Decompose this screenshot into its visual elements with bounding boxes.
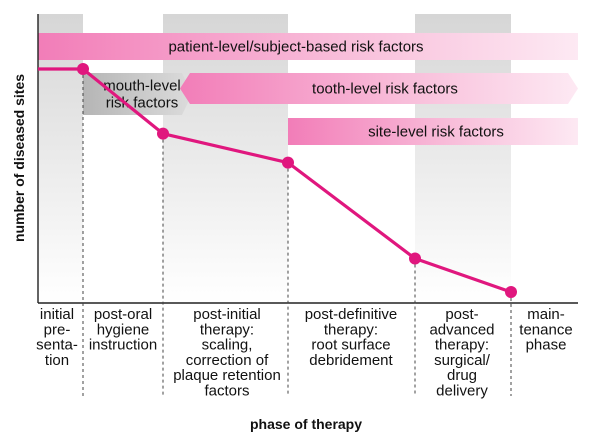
phase-label: senta- [36,337,78,354]
phase-label: surgical/ [434,352,491,369]
phase-label: scaling, [202,337,253,354]
phase-label: post-definitive [305,306,398,323]
phase-label: main- [527,306,565,323]
phase-label: advanced [429,321,494,338]
risk-band-label: mouth-level [103,78,181,95]
data-point [282,156,294,169]
phase-label: instruction [89,337,157,354]
risk-band [288,118,578,145]
phase-label: root surface [311,337,390,354]
risk-band [180,73,578,104]
risk-band-label: patient-level/subject-based risk factors [168,39,423,56]
phase-column-shade [415,14,511,303]
phase-label: pre- [44,321,71,338]
phase-label: drug [447,367,477,384]
phase-label: delivery [436,383,488,400]
phase-label: hygiene [97,321,150,338]
data-point [157,127,169,140]
phase-label: tion [45,352,69,369]
phase-label: phase [526,337,567,354]
phase-label: factors [204,383,249,400]
risk-band [83,73,192,115]
series-line [38,67,512,294]
risk-band-label: site-level risk factors [368,124,504,141]
phase-label: debridement [309,352,393,369]
risk-band-label: tooth-level risk factors [312,81,458,98]
risk-band-label: risk factors [106,95,179,112]
data-point [409,252,421,265]
phase-label: therapy: [200,321,254,338]
y-axis-title: number of diseased sites [11,74,27,242]
phase-label: initial [40,306,74,323]
phase-label: therapy: [324,321,378,338]
risk-band [38,33,578,60]
data-point [505,286,517,298]
phase-label: therapy: [435,337,489,354]
phase-label: tenance [519,321,572,338]
phase-column-shade [38,14,83,303]
phase-label: post-initial [193,306,261,323]
data-point [77,63,89,75]
phase-label: correction of [186,352,269,369]
phase-label: post- [445,306,478,323]
phase-label: plaque retention [173,367,281,384]
x-axis-title: phase of therapy [250,416,362,432]
phase-label: post-oral [94,306,152,323]
